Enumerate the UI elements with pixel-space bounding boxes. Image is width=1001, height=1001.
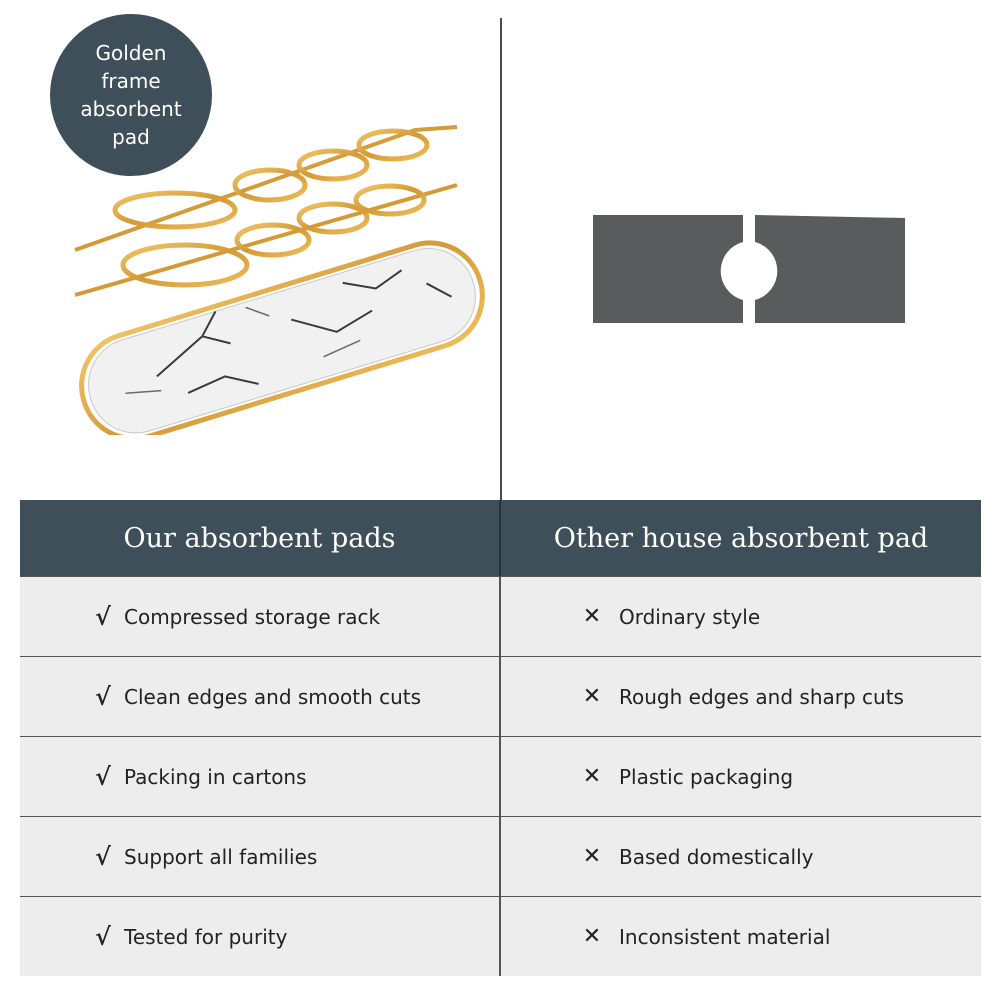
table-row: √ Support all families ✕ Based domesticall… <box>20 816 981 896</box>
table-row: √ Packing in cartons ✕ Plastic packaging <box>20 736 981 816</box>
theirs-feature: Rough edges and sharp cuts <box>619 684 904 709</box>
ours-feature: Packing in cartons <box>124 764 307 789</box>
badge-text: Golden frame absorbent pad <box>80 41 182 149</box>
ours-feature: Tested for purity <box>124 924 288 949</box>
theirs-feature: Inconsistent material <box>619 924 831 949</box>
header-theirs: Other house absorbent pad <box>553 522 929 554</box>
table-header: Our absorbent pads Other house absorbent… <box>20 500 981 576</box>
cross-icon: ✕ <box>582 603 602 629</box>
check-icon: √ <box>95 681 111 711</box>
gray-absorbent-pad-image <box>593 215 905 323</box>
top-divider <box>500 18 502 500</box>
comparison-table: Our absorbent pads Other house absorbent… <box>20 500 981 980</box>
header-ours: Our absorbent pads <box>20 500 501 576</box>
check-icon: √ <box>95 601 111 631</box>
theirs-feature: Based domestically <box>619 844 814 869</box>
cross-icon: ✕ <box>582 763 602 789</box>
golden-frame-rack-image <box>72 125 485 435</box>
table-row: √ Tested for purity ✕ Inconsistent materia… <box>20 896 981 976</box>
product-badge: Golden frame absorbent pad <box>50 14 212 176</box>
cross-icon: ✕ <box>582 923 602 949</box>
ours-feature: Clean edges and smooth cuts <box>124 684 422 709</box>
table-row: √ Clean edges and smooth cuts ✕ Rough edge… <box>20 656 981 736</box>
table-row: √ Compressed storage rack ✕ Ordinary style <box>20 576 981 656</box>
check-icon: √ <box>95 761 111 791</box>
theirs-feature: Plastic packaging <box>619 764 794 789</box>
cross-icon: ✕ <box>582 843 602 869</box>
ours-feature: Compressed storage rack <box>124 604 381 629</box>
ours-feature: Support all families <box>124 844 318 869</box>
check-icon: √ <box>95 921 111 951</box>
theirs-feature: Ordinary style <box>619 604 761 629</box>
check-icon: √ <box>95 841 111 871</box>
cross-icon: ✕ <box>582 683 602 709</box>
